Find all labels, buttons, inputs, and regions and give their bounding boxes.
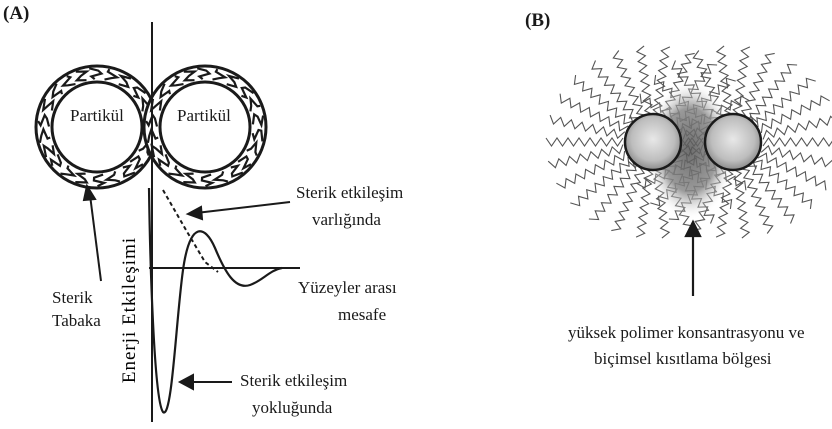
particle-b-left: [625, 114, 681, 170]
caption-line-1: yüksek polimer konsantrasyonu ve: [568, 323, 805, 343]
arrow-with-steric: [188, 202, 290, 219]
steric-layer-label-1: Sterik: [52, 288, 93, 308]
polymer-chain: [550, 115, 625, 138]
particle-right: [144, 66, 266, 188]
polymer-chain: [742, 53, 775, 118]
polymer-chain: [570, 157, 629, 206]
steric-layer-label-2: Tabaka: [52, 311, 101, 331]
polymer-chain: [761, 146, 832, 169]
particle-b-right: [705, 114, 761, 170]
polymer-chain: [753, 160, 812, 209]
polymer-chain: [763, 138, 832, 146]
polymer-chain: [733, 47, 750, 116]
panel-a-label: (A): [3, 3, 29, 25]
arrow-steric-layer: [84, 186, 101, 281]
energy-axis-label: Enerji Etkileşimi: [119, 237, 141, 383]
arrow-high-concentration: [686, 222, 700, 296]
distance-label-1: Yüzeyler arası: [298, 278, 397, 298]
without-steric-label-1: Sterik etkileşim: [240, 371, 347, 391]
polymer-chain: [761, 96, 829, 133]
panel-b-label: (B): [525, 10, 550, 32]
polymer-chain: [747, 166, 794, 224]
polymer-chain: [574, 75, 633, 124]
particle-right-label: Partikül: [177, 106, 231, 126]
without-steric-label-2: yokluğunda: [252, 398, 332, 418]
with-steric-label-1: Sterik etkileşim: [296, 183, 403, 203]
polymer-chain: [611, 166, 644, 231]
polymer-chain: [740, 169, 773, 234]
particle-left: [36, 66, 158, 188]
polymer-chain: [733, 169, 750, 238]
with-steric-label-2: varlığında: [312, 210, 381, 230]
curve-with-steric: [163, 190, 218, 272]
caption-line-2: biçimsel kısıtlama bölgesi: [594, 349, 772, 369]
arrow-without-steric: [180, 375, 232, 389]
distance-label-2: mesafe: [338, 305, 386, 325]
polymer-chain: [757, 78, 816, 127]
polymer-chain: [556, 151, 624, 188]
polymer-chain: [613, 51, 646, 116]
particle-left-label: Partikül: [70, 106, 124, 126]
polymer-chain: [546, 138, 623, 146]
polymer-chain: [592, 61, 639, 119]
